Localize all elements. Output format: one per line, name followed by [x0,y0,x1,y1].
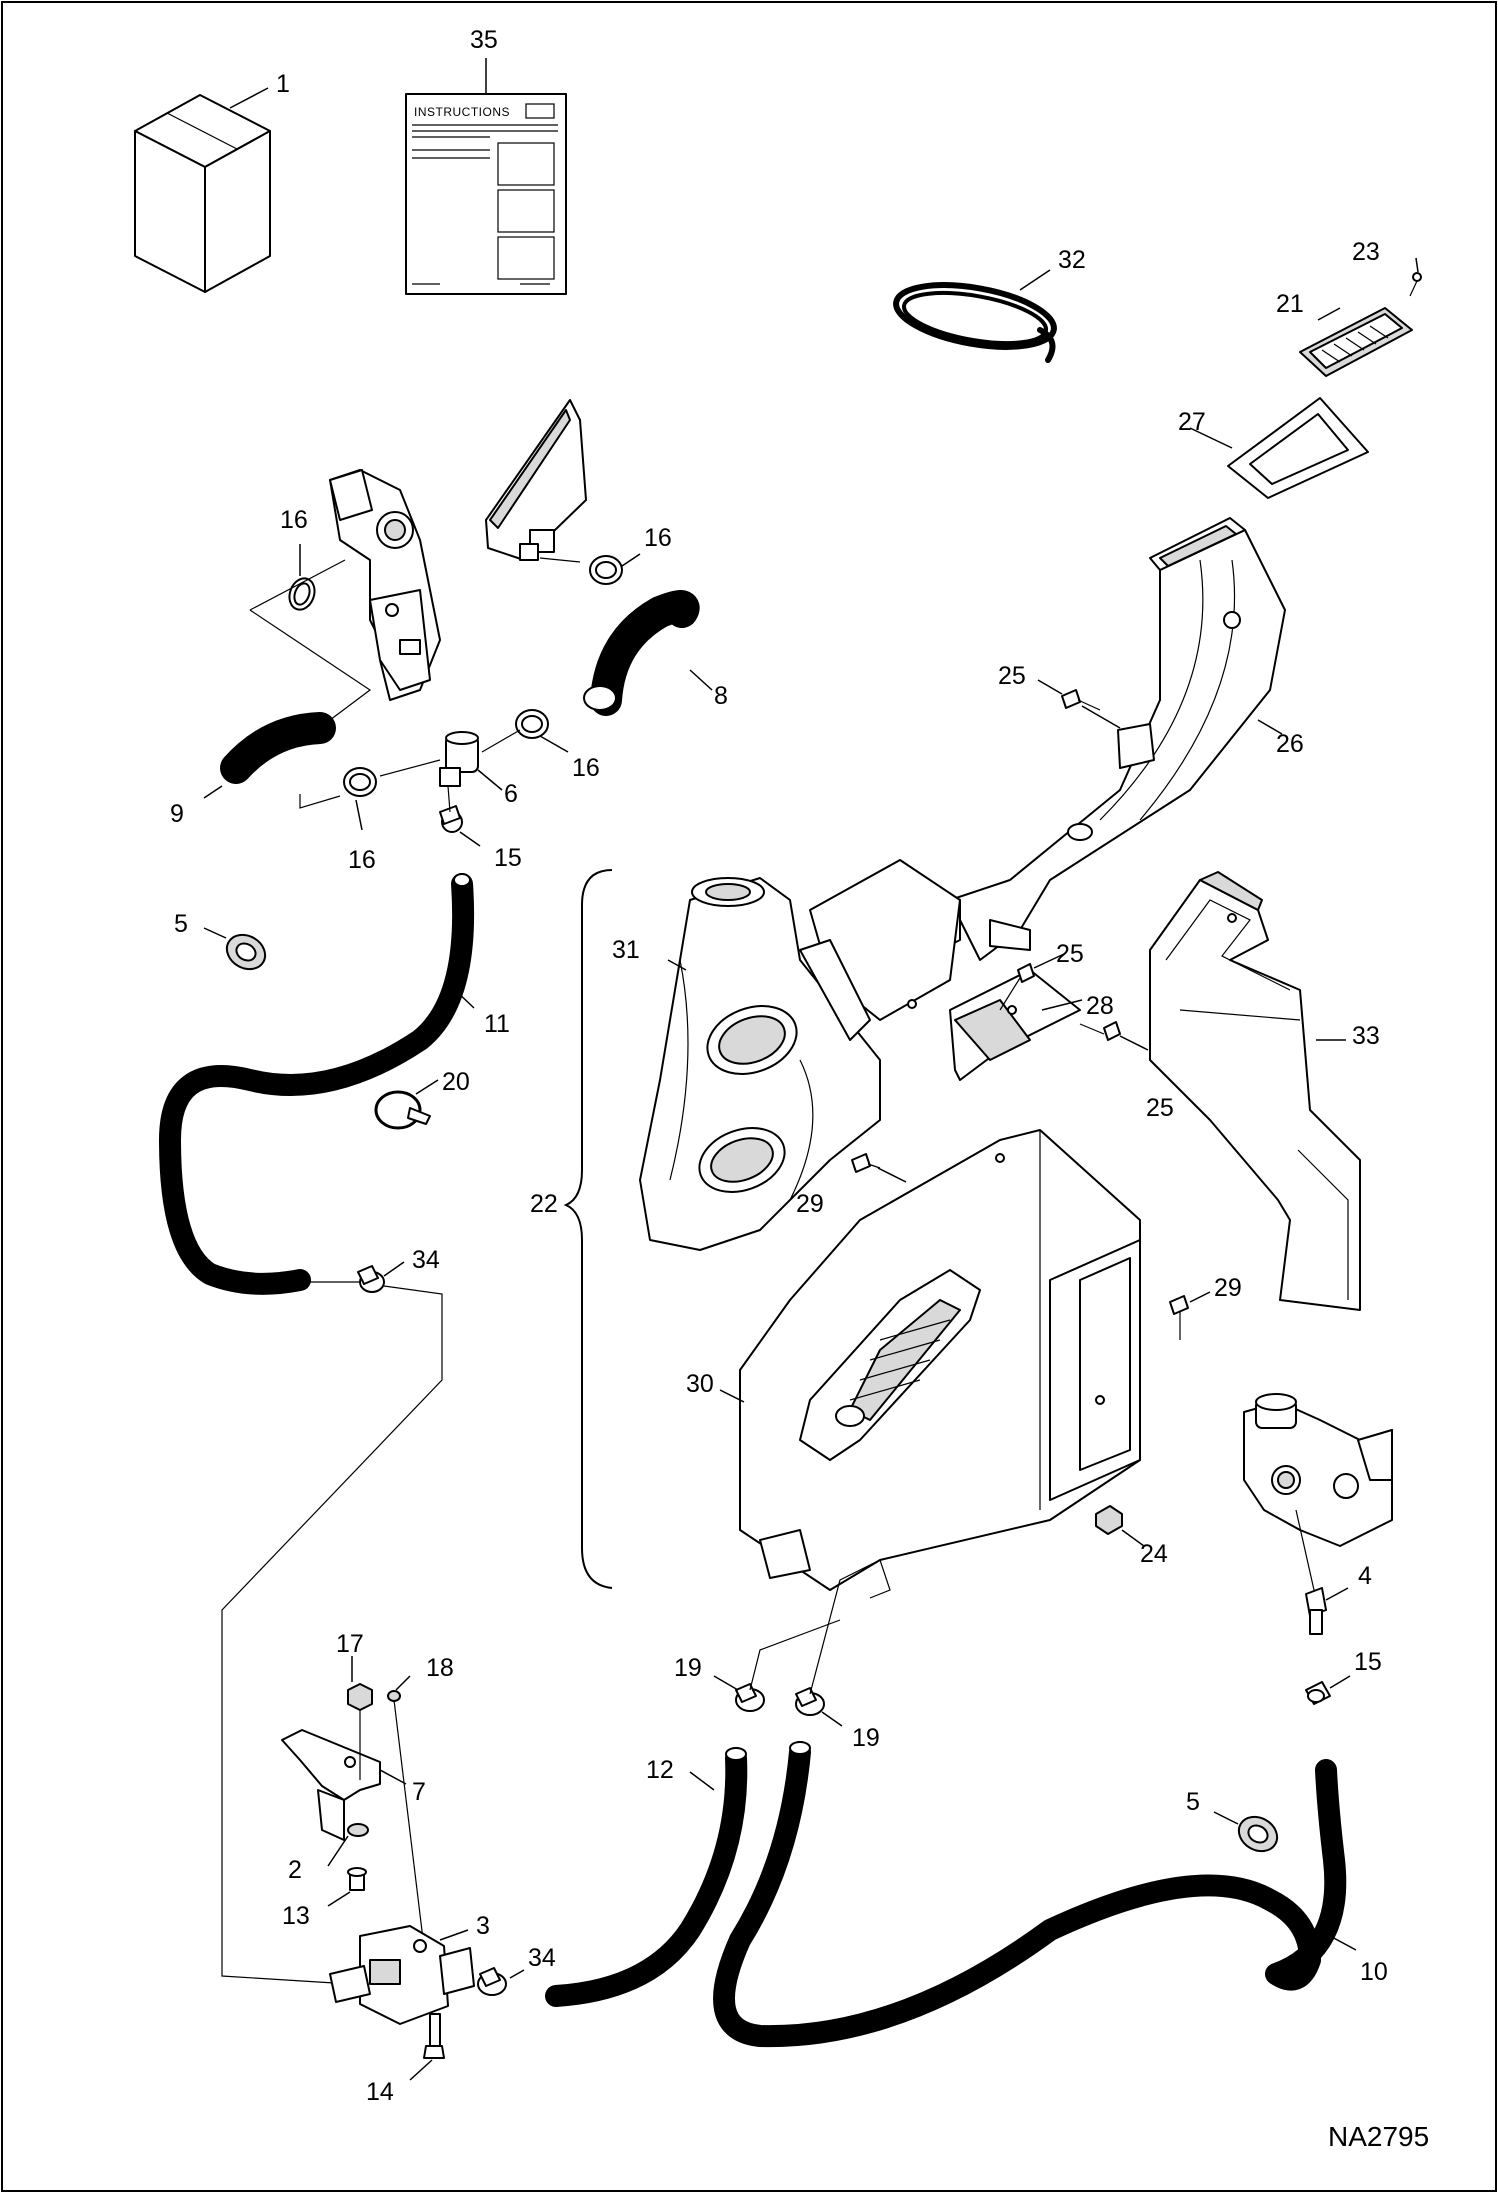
callout-29b: 29 [1214,1274,1242,1302]
callout-16c: 16 [572,754,600,782]
callout-8: 8 [714,682,728,710]
part-29-screw-right [1169,1295,1189,1340]
part-27-gasket [1227,397,1369,499]
callout-33: 33 [1352,1022,1380,1050]
part-32-seal-coil [893,282,1057,363]
callout-35: 35 [470,26,498,54]
part-16-clamp-a [288,577,316,611]
callout-12: 12 [646,1756,674,1784]
callout-32: 32 [1058,246,1086,274]
part-29-screw-upper [851,1153,881,1173]
callout-4: 4 [1358,1562,1372,1590]
callout-24: 24 [1140,1540,1168,1568]
part-3-valve [329,1925,475,2025]
callout-9: 9 [170,800,184,828]
part-heater-fitting [485,399,587,561]
callout-1: 1 [276,70,290,98]
part-5-grommet-upper [225,933,267,971]
callout-16a: 16 [280,506,308,534]
part-34-clamp-upper [357,1265,385,1293]
callout-14: 14 [366,2078,394,2106]
part-21-louver-vent [1299,307,1413,377]
callout-27: 27 [1178,408,1206,436]
callout-15a: 15 [494,844,522,872]
part-16-clamp-d [343,767,377,797]
figure-id: NA2795 [1328,2121,1429,2152]
callout-26: 26 [1276,730,1304,758]
callout-5b: 5 [1186,1788,1200,1816]
callout-22: 22 [530,1190,558,1218]
part-13-bolt [347,1867,367,1891]
part-19-clamp-b [795,1687,825,1716]
callout-10: 10 [1360,1958,1388,1986]
callout-16d: 16 [348,846,376,874]
part-16-clamp-b [589,555,623,585]
part-8-hose [583,590,700,716]
callout-19a: 19 [674,1654,702,1682]
callout-34a: 34 [412,1246,440,1274]
part-14-screw [423,2013,445,2059]
part-7-bracket [281,1729,381,1841]
callout-18: 18 [426,1654,454,1682]
part-35-instructions: INSTRUCTIONS [405,93,567,295]
callout-23: 23 [1352,238,1380,266]
callout-16b: 16 [644,524,672,552]
part-19-clamp-a [735,1683,765,1712]
callout-19b: 19 [852,1724,880,1752]
part-31-heater-housing [639,859,961,1251]
callout-25a: 25 [998,662,1026,690]
part-12-hose [545,1747,748,2007]
part-33-side-trim [1149,871,1361,1311]
part-16-clamp-c [515,709,549,739]
callout-7: 7 [412,1778,426,1806]
part-15-clamp-upper [439,805,463,833]
part-5-grommet-lower [1237,1815,1279,1853]
callout-17: 17 [336,1630,364,1658]
part-28-bracket [949,969,1081,1081]
callout-5a: 5 [174,910,188,938]
callout-30: 30 [686,1370,714,1398]
part-25-screw-lower [1079,1021,1121,1041]
callout-31: 31 [612,936,640,964]
part-25-screw-upper [1061,689,1101,711]
callout-2: 2 [288,1856,302,1884]
part-2-washer [347,1823,369,1837]
callout-11: 11 [484,1010,510,1038]
callout-28: 28 [1086,992,1114,1020]
callout-29a: 29 [796,1190,824,1218]
callout-21: 21 [1276,290,1304,318]
callout-25c: 25 [1146,1094,1174,1122]
part-6-tee [439,731,479,787]
part-20-clip [374,1090,431,1130]
part-25-screw-middle [999,963,1035,1011]
part-11-hose [159,873,475,1295]
part-23-screw [1409,272,1422,297]
part-9-hose [220,712,336,784]
part-34-clamp-lower [477,1967,507,1996]
part-4-fitting [1305,1587,1327,1635]
part-water-valve-right [1243,1393,1393,1547]
callout-15b: 15 [1354,1648,1382,1676]
callout-20: 20 [442,1068,470,1096]
callout-34b: 34 [528,1944,556,1972]
callout-13: 13 [282,1902,310,1930]
callout-6: 6 [504,780,518,808]
part-30-heater-box [739,1129,1141,1591]
part-1-box [134,94,271,293]
part-10-hose [713,1741,1347,2048]
part-24-nut [1095,1505,1123,1535]
instructions-title: INSTRUCTIONS [414,105,510,119]
callout-25b: 25 [1056,940,1084,968]
part-18-washer [387,1690,401,1702]
part-17-nut [347,1683,373,1711]
bracket-22 [563,869,613,1589]
part-water-valve-upper-left [329,469,441,701]
part-15-clamp-lower [1305,1681,1331,1705]
callout-3: 3 [476,1912,490,1940]
